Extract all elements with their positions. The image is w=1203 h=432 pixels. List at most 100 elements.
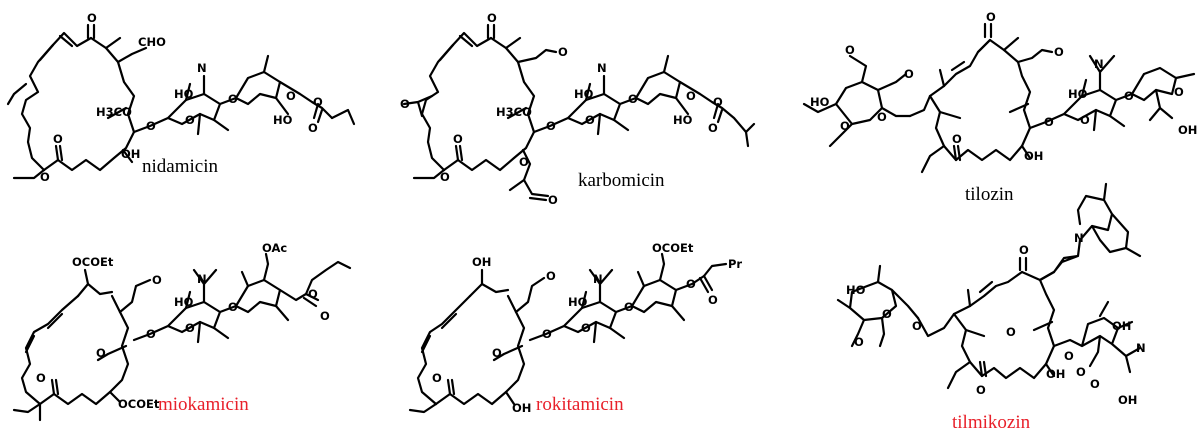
atom-label: O	[558, 45, 568, 59]
atom-label: O	[546, 269, 556, 283]
atom-label: O	[185, 113, 195, 127]
atom-label: N	[1074, 231, 1084, 245]
atom-label: O	[313, 95, 323, 109]
atom-label: OH	[1178, 123, 1197, 137]
structure-rokitamicin: OH O N OCOEt O Pr HO O O O O O OH O roki…	[408, 241, 742, 415]
atom-label: O	[976, 383, 986, 397]
compound-name: tilozin	[965, 184, 1014, 205]
atom-label: O	[713, 95, 723, 109]
atom-label: O	[286, 89, 296, 103]
atom-label: O	[708, 293, 718, 307]
atom-label: N	[197, 61, 207, 75]
atom-label: O	[845, 43, 855, 57]
atom-label: N	[1094, 57, 1104, 71]
atom-label: O	[1019, 243, 1029, 257]
atom-label: O	[628, 92, 638, 106]
atom-label: O	[585, 113, 595, 127]
atom-label: HO	[273, 113, 293, 127]
tilmikozin-atom-labels: HO O O O O N O O O OH O O OH N OH	[846, 231, 1146, 407]
atom-label: O	[53, 132, 63, 146]
miokamicin-atom-labels: OCOEt O N OAc O HO O O O O O OCOEt O	[36, 241, 330, 411]
atom-label: O	[542, 327, 552, 341]
atom-label: O	[548, 193, 558, 207]
atom-label: HO	[574, 87, 594, 101]
atom-label: OH	[1112, 319, 1131, 333]
atom-label: N	[1136, 341, 1146, 355]
atom-label: OH	[121, 147, 140, 161]
structure-nidamicin: O CHO N HO O O H3CO O O O HO O O O OH ni…	[6, 11, 356, 184]
compound-name: miokamicin	[158, 394, 249, 415]
atom-label: O	[686, 89, 696, 103]
atom-label: O	[986, 10, 996, 24]
structure-tilozin: O HO O O O O O N HO O O O O O OH OH tilo…	[802, 10, 1197, 205]
atom-label: O	[1124, 89, 1134, 103]
atom-label: O	[546, 119, 556, 133]
atom-label: O	[96, 346, 106, 360]
atom-label: O	[308, 287, 318, 301]
atom-label: O	[854, 335, 864, 349]
karbomicin-atom-labels: O O N HO O O O H3CO O O O HO O O O O O	[400, 11, 723, 207]
atom-label: O	[1174, 85, 1184, 99]
atom-label: HO	[174, 87, 194, 101]
atom-label: O	[146, 327, 156, 341]
nidamicin-bonds	[6, 23, 356, 180]
atom-label: O	[1054, 45, 1064, 59]
atom-label: O	[1090, 377, 1100, 391]
nidamicin-atom-labels: O CHO N HO O O H3CO O O O HO O O O OH	[40, 11, 323, 184]
atom-label: OCOEt	[652, 241, 694, 255]
atom-label: O	[581, 321, 591, 335]
atom-label: OH	[1024, 149, 1043, 163]
atom-label: O	[146, 119, 156, 133]
atom-label: OH	[512, 401, 531, 415]
atom-label: O	[185, 321, 195, 335]
atom-label: CHO	[138, 35, 166, 49]
atom-label: HO	[568, 295, 588, 309]
atom-label: O	[882, 307, 892, 321]
atom-label: OH	[1118, 393, 1137, 407]
atom-label: HO	[174, 295, 194, 309]
atom-label: H3CO	[96, 105, 132, 119]
rokitamicin-bonds	[408, 252, 728, 414]
atom-label: O	[320, 309, 330, 323]
atom-label: OH	[472, 255, 491, 269]
compound-name: rokitamicin	[536, 394, 624, 415]
atom-label: O	[1064, 349, 1074, 363]
atom-label: O	[308, 121, 318, 135]
atom-label: O	[1044, 115, 1054, 129]
atom-label: HO	[1068, 87, 1088, 101]
atom-label: O	[519, 155, 529, 169]
structure-miokamicin: OCOEt O N OAc O HO O O O O O OCOEt O mio…	[12, 241, 352, 422]
karbomicin-bonds	[402, 23, 756, 202]
atom-label: O	[228, 92, 238, 106]
atom-label: O	[904, 67, 914, 81]
tilozin-bonds	[802, 22, 1196, 174]
atom-label: O	[877, 110, 887, 124]
tilozin-atom-labels: O HO O O O O O N HO O O O O O OH OH	[810, 10, 1197, 163]
atom-label: N	[593, 272, 603, 286]
atom-label: O	[1076, 365, 1086, 379]
atom-label: O	[400, 97, 410, 111]
atom-label: O	[432, 371, 442, 385]
atom-label: O	[487, 11, 497, 25]
atom-label: O	[152, 273, 162, 287]
atom-label: O	[40, 170, 50, 184]
atom-label: HO	[846, 283, 866, 297]
atom-label: O	[87, 11, 97, 25]
atom-label: OCOEt	[118, 397, 160, 411]
atom-label: O	[228, 300, 238, 314]
atom-label: O	[624, 300, 634, 314]
atom-label: O	[912, 319, 922, 333]
atom-label: O	[492, 346, 502, 360]
atom-label: OCOEt	[72, 255, 114, 269]
atom-label: HO	[810, 95, 830, 109]
atom-label: O	[1080, 113, 1090, 127]
atom-label: N	[197, 272, 207, 286]
miokamicin-bonds	[12, 252, 352, 422]
atom-label: O	[840, 119, 850, 133]
atom-label: Pr	[728, 257, 742, 271]
atom-label: O	[440, 170, 450, 184]
atom-label: O	[36, 371, 46, 385]
atom-label: O	[453, 132, 463, 146]
